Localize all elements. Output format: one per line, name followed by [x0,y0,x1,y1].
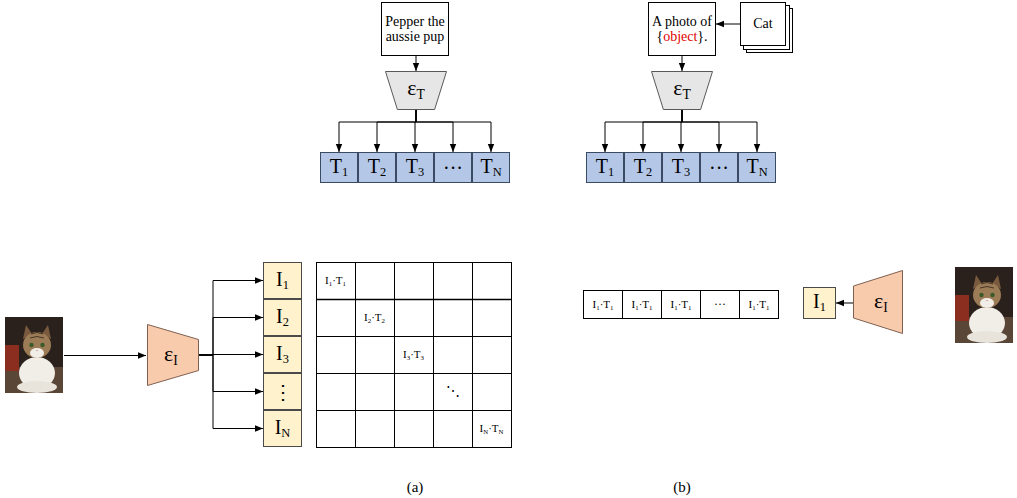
node-symbol: I1 [813,290,826,315]
node-symbol: εI [874,289,888,315]
similarity-score: I1·T1 [325,274,346,287]
image-embedding: I3 [263,336,302,373]
flow-arrow [339,110,416,152]
flow-arrow [716,24,740,25]
text-embedding: TN [738,152,776,183]
flow-arrow [605,110,682,152]
prompt-template: A photo of {object}. [648,2,716,56]
class-card: Cat [740,2,786,46]
node-symbol: TN [480,155,501,180]
flow-arrow [836,303,853,304]
image-embedding: I1 [263,262,302,299]
similarity-score: I3·T3 [403,348,424,361]
cat-photo [955,267,1013,343]
node-symbol: ⋮ [273,381,293,403]
flow-arrow [682,110,757,152]
node-symbol: εT [407,76,425,102]
flow-arrow [377,110,416,152]
flow-arrow [199,318,263,356]
node-symbol: T1 [596,155,614,180]
image-embedding: IN [263,410,302,447]
text-embedding: ··· [434,152,472,183]
text-embedding: TN [472,152,510,183]
panel-label: (b) [673,479,691,496]
ellipsis: ⋱ [446,384,460,399]
text-encoder: εT [651,71,713,110]
text-embedding: T2 [358,152,396,183]
node-symbol: T3 [672,155,690,180]
image-embedding: I2 [263,299,302,336]
node-text: Cat [753,16,772,31]
flow-arrow [199,355,263,429]
text-encoder: εT [385,71,447,110]
node-text: Pepper the aussie pup [385,14,445,45]
node-symbol: εT [673,76,691,102]
node-symbol: εI [164,342,178,368]
node-symbol: ··· [443,157,463,179]
input-arrow [64,355,146,356]
text-embedding: T3 [662,152,700,183]
text-embedding: T1 [320,152,358,183]
node-symbol: I2 [276,305,289,330]
node-symbol: I3 [276,342,289,367]
similarity-score: I1·T1 [671,298,692,311]
panel-label: (a) [407,479,424,496]
flow-arrow [643,110,682,152]
node-symbol: T1 [330,155,348,180]
node-symbol: IN [275,416,291,441]
flow-arrow [199,281,263,356]
flow-arrow [416,110,453,152]
image-embedding: I1 [803,287,836,319]
similarity-row [584,291,779,319]
node-symbol: T3 [406,155,424,180]
similarity-score: I2·T2 [364,311,385,324]
flow-arrow [199,355,263,392]
similarity-score: IN·TN [480,422,504,435]
flow-arrow [416,110,491,152]
node-symbol: ··· [709,157,729,179]
node-symbol: T2 [368,155,386,180]
similarity-score: I1·T1 [593,298,614,311]
text-embedding: ··· [700,152,738,183]
image-encoder: εI [853,270,903,334]
text-embedding: T1 [586,152,624,183]
text-embedding: T2 [624,152,662,183]
similarity-score: I1·T1 [632,298,653,311]
node-symbol: T2 [634,155,652,180]
text-embedding: T3 [396,152,434,183]
node-symbol: I1 [276,268,289,293]
text-prompt: Pepper the aussie pup [381,2,449,56]
image-embedding: ⋮ [263,373,302,410]
node-symbol: TN [746,155,767,180]
ellipsis: ··· [714,298,726,311]
similarity-matrix [317,263,512,448]
node-text: A photo of {object}. [652,14,712,45]
flow-arrow [682,56,683,71]
similarity-score: I1·T1 [749,298,770,311]
cat-photo [5,317,63,393]
flow-arrow [416,56,417,71]
image-encoder: εI [147,324,199,386]
flow-arrow [682,110,719,152]
